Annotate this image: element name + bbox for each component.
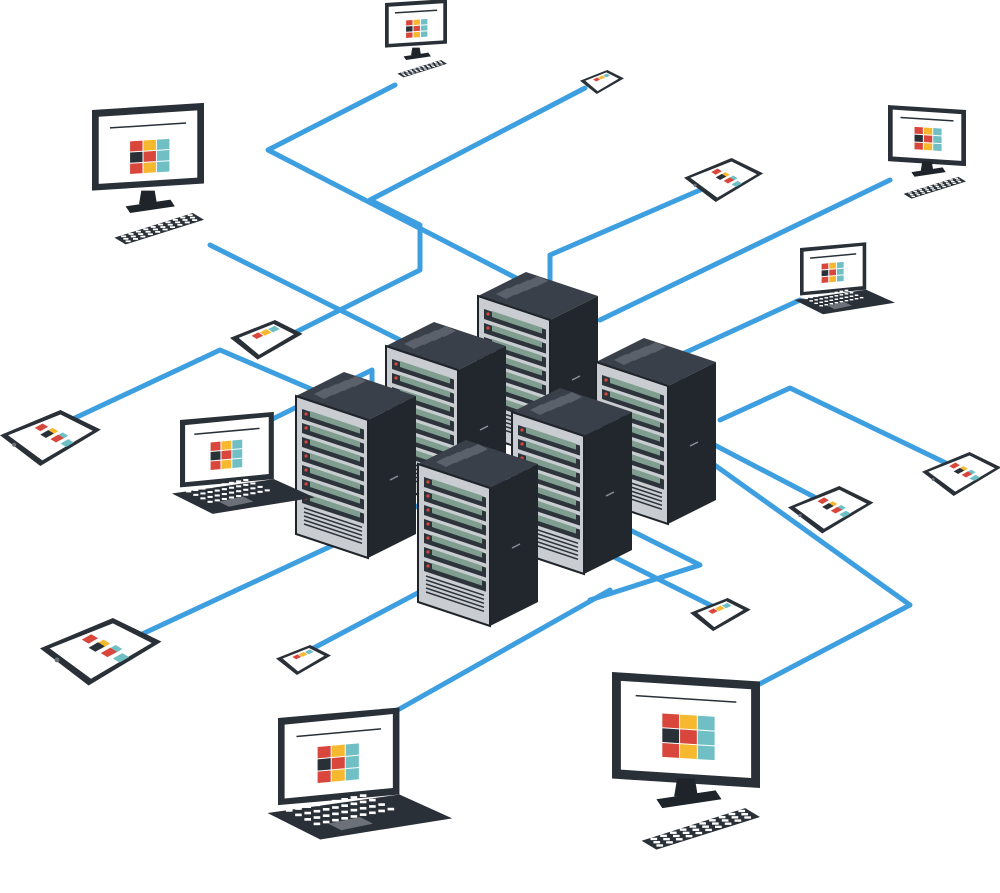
cable-17: [377, 587, 613, 723]
cable-10: [717, 385, 953, 468]
phone-bottom: [276, 645, 331, 675]
tablet-right: [922, 452, 1000, 496]
cable-2: [287, 85, 588, 338]
phone-bottom-right: [690, 598, 751, 632]
cable-15: [597, 547, 723, 613]
cable-6: [597, 177, 893, 323]
server-6: [417, 440, 538, 628]
tablet-top: [684, 158, 764, 202]
phone-top: [580, 70, 624, 94]
desktop-right: [888, 105, 966, 199]
tablet-left: [0, 410, 101, 466]
laptop-bottom: [267, 707, 453, 840]
cable-1: [265, 82, 523, 283]
laptop-right: [794, 242, 896, 315]
phone-left: [230, 320, 303, 360]
desktop-bottom: [612, 672, 760, 850]
client-devices: [0, 0, 1000, 850]
cable-4: [207, 242, 403, 343]
desktop-left: [92, 102, 204, 245]
tablet-bottom-left: [40, 618, 162, 686]
laptop-left: [171, 411, 315, 514]
desktop-top: [385, 0, 447, 78]
server-4: [295, 372, 416, 560]
server-cluster: [295, 272, 716, 628]
tablet-mid-right: [788, 486, 874, 534]
